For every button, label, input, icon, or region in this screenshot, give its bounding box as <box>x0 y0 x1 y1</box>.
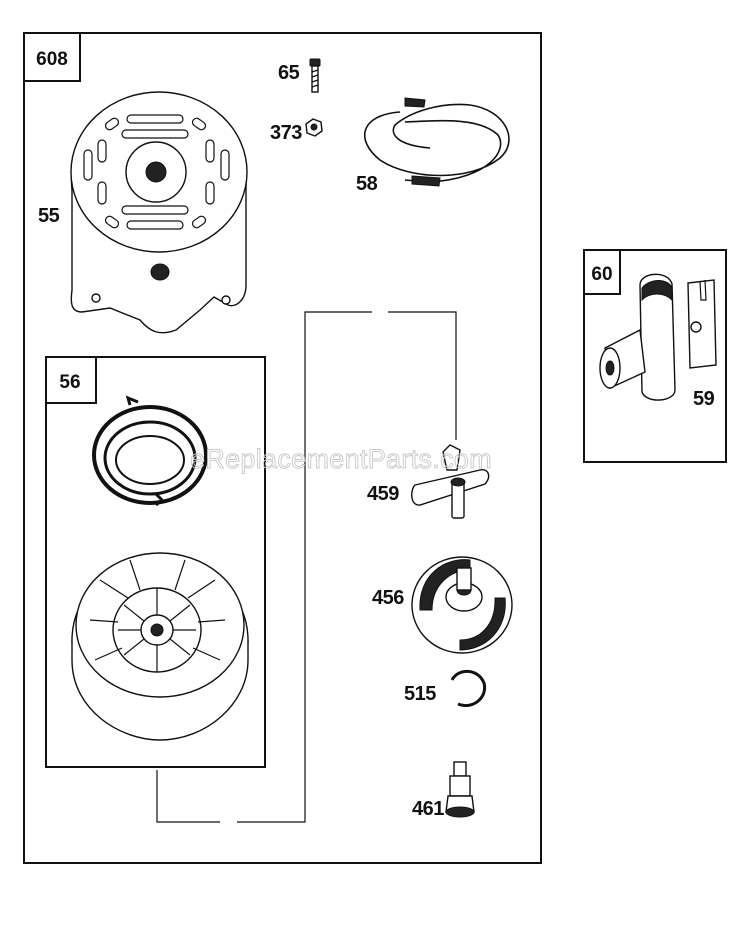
starter-pulley[interactable] <box>71 552 249 741</box>
assembly-link-line <box>156 311 457 823</box>
hub-pin-part-461[interactable] <box>445 761 475 818</box>
part-number-58: 58 <box>356 173 378 195</box>
part-number-55: 55 <box>38 205 60 227</box>
sub-assembly-56-label: 56 <box>59 372 80 393</box>
control-knob-part-60[interactable] <box>599 273 676 401</box>
blower-housing-part-55[interactable] <box>70 91 248 334</box>
part-number-515: 515 <box>404 683 436 705</box>
rewind-spring[interactable] <box>92 395 208 507</box>
part-number-456: 456 <box>372 587 404 609</box>
screw-part-65[interactable] <box>309 58 321 93</box>
part-number-65: 65 <box>278 62 300 84</box>
part-number-373: 373 <box>270 122 302 144</box>
part-number-59: 59 <box>693 388 715 410</box>
part-number-459: 459 <box>367 483 399 505</box>
starter-rope-part-58[interactable] <box>363 97 510 187</box>
nut-part-373[interactable] <box>305 118 323 137</box>
sub-assembly-60-label: 60 <box>591 264 612 285</box>
retainer-ring-part-515[interactable] <box>450 669 487 707</box>
assembly-608-label: 608 <box>36 49 68 70</box>
part-number-461: 461 <box>412 798 444 820</box>
pawl-part-459[interactable] <box>411 444 490 519</box>
clip-part-59[interactable] <box>687 279 717 369</box>
watermark-text: eReplacementParts.com <box>190 444 492 474</box>
starter-cup-part-456[interactable] <box>411 556 513 654</box>
